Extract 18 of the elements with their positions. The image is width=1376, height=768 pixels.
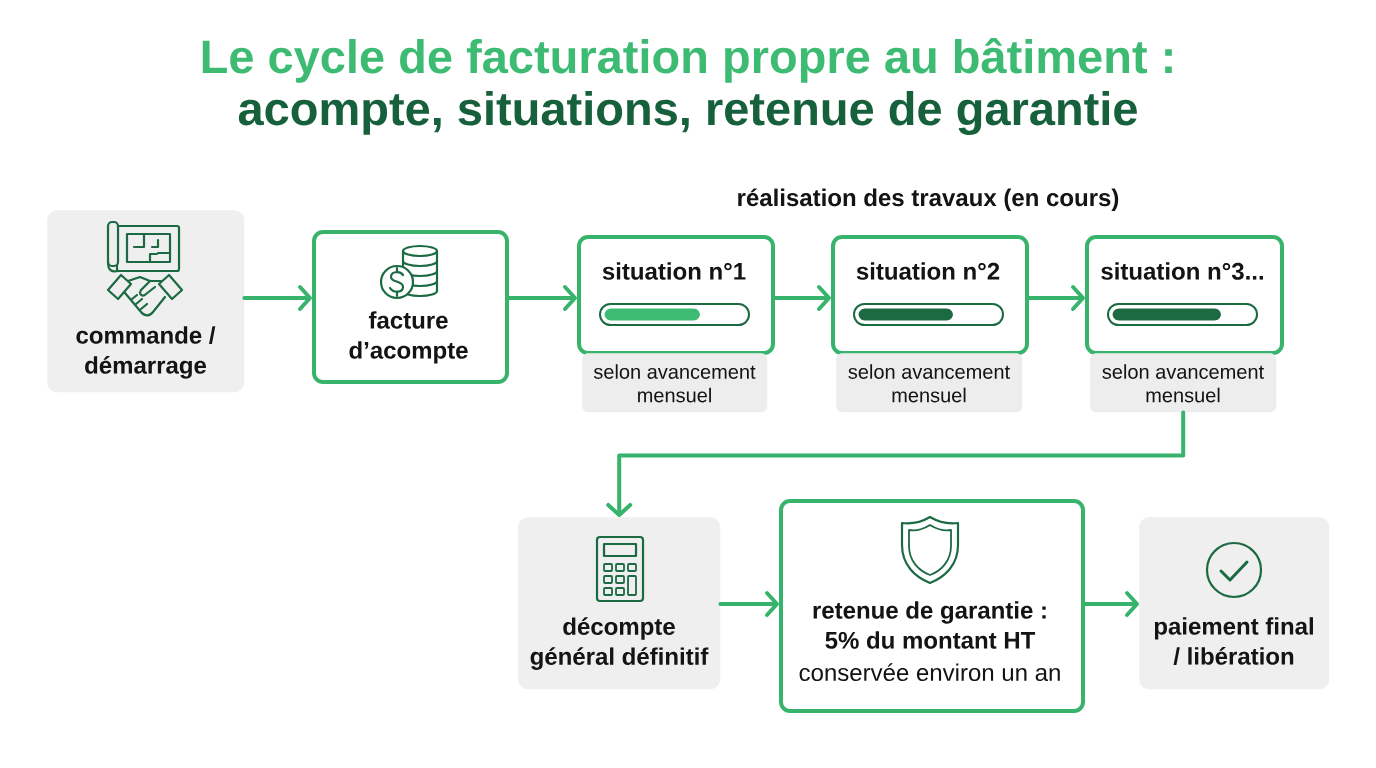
arrow	[606, 410, 1186, 517]
arrow	[773, 285, 831, 311]
note-tag: selon avancement mensuel	[582, 353, 768, 413]
step-card: paiement final / libération	[1139, 517, 1330, 690]
arrow	[1027, 285, 1085, 311]
step-box: facture d’acompte	[312, 230, 509, 384]
title: Le cycle de facturation propre au bâtiment :	[202, 37, 1172, 83]
step-box: retenue de garantie : 5% du montant HT conservée environ un an	[779, 499, 1085, 713]
section-heading: réalisation des travaux (en cours)	[738, 188, 1119, 211]
subtitle: acompte, situations, retenue de garantie	[238, 90, 1137, 135]
note-tag: selon avancement mensuel	[836, 353, 1023, 413]
arrow	[507, 285, 577, 311]
step-card: décompte général définitif	[518, 517, 721, 690]
step-card: commande / démarrage	[47, 210, 245, 393]
arrow	[718, 591, 779, 617]
note-tag: selon avancement mensuel	[1090, 353, 1277, 413]
arrow	[242, 285, 312, 311]
arrow	[1083, 591, 1139, 617]
